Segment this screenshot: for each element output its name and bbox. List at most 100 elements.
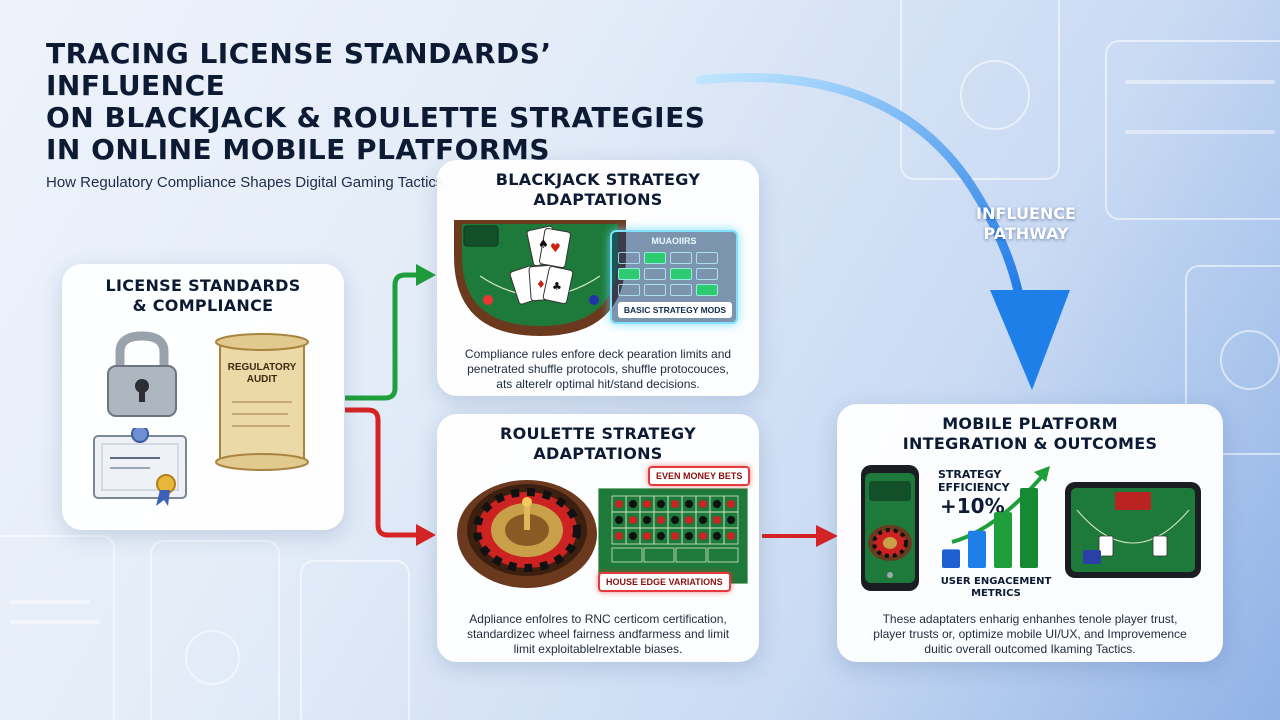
roulette-title-line2: ADAPTATIONS [533,444,663,463]
blackjack-desc-line2: penetrated shuffle protocols, shuffle pr… [467,362,729,376]
influence-pathway-arrowhead [990,290,1070,390]
roulette-grid-cell [723,527,739,545]
mobile-title-line2: INTEGRATION & OUTCOMES [902,434,1158,453]
roulette-number-dot [671,532,679,540]
roulette-number-dot [657,532,665,540]
bg-circle [185,630,240,685]
roulette-number-dot [699,532,707,540]
metric-label-line2: EFFICIENCY [938,481,1010,494]
mods-cell [670,252,692,264]
svg-text:♠: ♠ [538,237,549,251]
red-arrow [345,407,418,538]
bg-line [1125,130,1275,134]
user-engagement-label: USER ENGACEMENT METRICS [936,576,1056,600]
blackjack-title-line2: ADAPTATIONS [533,190,663,209]
roulette-number-dot [727,500,735,508]
bg-line [10,620,100,624]
blackjack-table-illustration: ♠ ♥ ♦ ♣ [454,220,626,336]
roulette-number-dot [727,532,735,540]
roulette-number-dot [713,500,721,508]
smartphone-icon [861,465,919,591]
mods-panel-title: MUAOIIRS [651,236,697,246]
bg-device-frame [300,560,410,720]
roulette-outside-bet [707,547,739,563]
strategy-efficiency-value: +10% [940,494,1005,518]
blackjack-desc-line3: ats alterelr optimal hit/stand decisions… [496,377,700,391]
pathway-label-line2: PATHWAY [983,224,1069,243]
roulette-number-dot [657,516,665,524]
mobile-card-title: MOBILE PLATFORM INTEGRATION & OUTCOMES [837,414,1223,454]
bg-circle [960,60,1030,130]
roulette-betting-grid [598,488,748,584]
bg-phone-frame [900,0,1060,180]
blackjack-card-title: BLACKJACK STRATEGY ADAPTATIONS [437,170,759,210]
roulette-number-dot [643,532,651,540]
mods-cell [618,252,640,264]
bg-circle [1220,330,1280,390]
mods-cell [618,284,640,296]
scroll-line2: AUDIT [246,374,278,385]
bg-panel-frame [1105,40,1280,220]
title-block: TRACING LICENSE STANDARDS’ INFLUENCE ON … [46,38,726,192]
mods-cell [644,268,666,280]
license-title-line1: LICENSE STANDARDS [105,276,301,295]
roulette-number-dot [643,516,651,524]
roulette-number-dot [685,500,693,508]
roulette-number-dot [657,500,665,508]
basic-strategy-mods-label: BASIC STRATEGY MODS [618,302,732,318]
roulette-outside-bet [643,547,675,563]
red-arrowhead [416,524,436,546]
even-money-bets-tag: EVEN MONEY BETS [648,466,751,486]
roulette-number-dot [713,532,721,540]
svg-text:♥: ♥ [550,241,561,255]
roulette-number-dot [699,516,707,524]
roulette-number-dot [727,516,735,524]
roulette-number-dot [685,516,693,524]
roulette-number-dot [629,532,637,540]
mods-cell [644,284,666,296]
engagement-line1: USER ENGACEMENT [940,576,1052,587]
page-subtitle: How Regulatory Compliance Shapes Digital… [46,174,448,191]
red-connector-head [816,525,838,547]
engagement-line2: METRICS [971,588,1021,599]
engagement-bar [942,549,960,568]
mods-cell [696,284,718,296]
roulette-number-dot [713,516,721,524]
basic-strategy-mods-panel: MUAOIIRS BASIC STRATEGY MODS [610,230,738,324]
bg-tablet-frame [1185,265,1280,455]
roulette-title-line1: ROULETTE STRATEGY [500,424,696,443]
roulette-desc-line3: limit exploitablelrextable biases. [513,642,683,656]
green-arrowhead [416,264,436,286]
roulette-number-dot [643,500,651,508]
blackjack-desc-line1: Compliance rules enfore deck pearation l… [464,347,732,361]
metric-label-line1: STRATEGY [938,468,1002,481]
roulette-number-dot [615,516,623,524]
mods-cell [618,268,640,280]
mods-cell [670,268,692,280]
roulette-number-dot [615,532,623,540]
roulette-number-dot [685,532,693,540]
roulette-description: Adpliance enfolres to RNC certicom certi… [450,612,746,657]
scroll-text: REGULATORY AUDIT [222,362,302,386]
license-title-line2: & COMPLIANCE [132,296,274,315]
roulette-outside-bet [611,547,643,563]
green-arrow [345,272,418,401]
influence-pathway-label: INFLUENCE PATHWAY [956,204,1096,244]
tablet-icon [1065,482,1201,578]
influence-pathway-arrow [695,73,1025,305]
license-standards-card: LICENSE STANDARDS & COMPLIANCE REGULATOR… [62,264,344,530]
bg-doc-frame [0,535,115,720]
engagement-bar [1020,488,1038,568]
mobile-title-line1: MOBILE PLATFORM [942,414,1118,433]
scroll-line1: REGULATORY [227,362,297,373]
roulette-number-dot [629,516,637,524]
roulette-card-title: ROULETTE STRATEGY ADAPTATIONS [437,424,759,464]
roulette-wheel-illustration [457,480,597,588]
mods-cell [696,252,718,264]
mods-cell [670,284,692,296]
padlock-icon [107,331,177,417]
mobile-description: These adaptaters enharig enhanhes tenole… [848,612,1212,657]
strategy-efficiency-label: STRATEGY EFFICIENCY [938,468,1010,494]
roulette-outside-bet [675,547,707,563]
scroll-icon [215,333,309,471]
